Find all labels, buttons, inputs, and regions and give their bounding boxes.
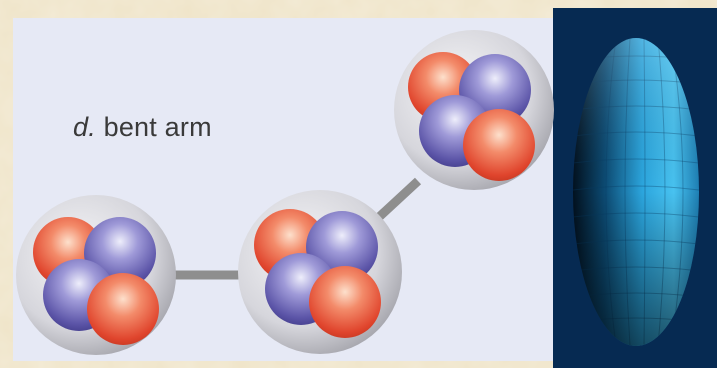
bond-lines [175,177,422,280]
diagram-label: d. bent arm [73,112,212,143]
proton [87,273,159,345]
prolate-ellipsoid [573,38,699,346]
label-letter: d. [73,112,96,142]
proton [463,109,535,181]
bond-line [374,177,422,222]
proton [309,266,381,338]
label-text: bent arm [95,112,212,142]
nucleus-cluster [16,195,176,355]
nucleus-cluster [238,190,402,354]
nucleus-cluster [394,30,554,190]
